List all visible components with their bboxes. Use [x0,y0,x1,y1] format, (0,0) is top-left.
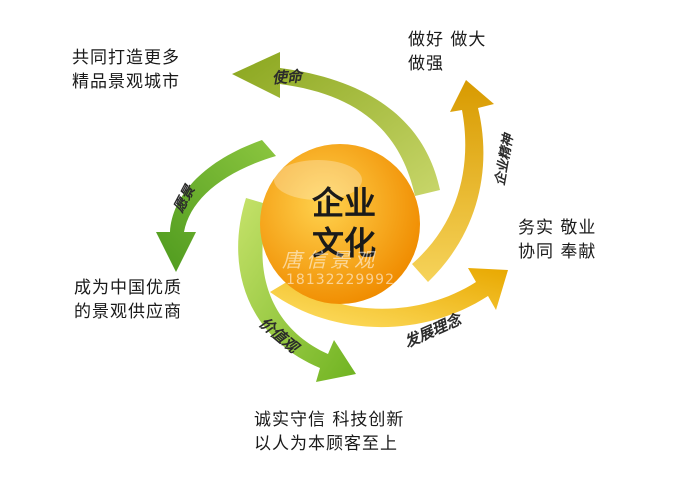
values-text: 诚实守信 科技创新 以人为本顾客至上 [254,408,404,456]
center-title-line2: 文化 [312,224,376,262]
mission-line-2: 精品景观城市 [72,72,180,92]
arrow-mission [232,52,440,196]
spirit-text: 做好 做大 做强 [408,28,486,76]
arrow-values [238,198,356,382]
watermark-text: 唐信景观 [282,248,378,272]
development-line-1: 务实 敬业 [518,218,597,238]
arrow-vision [156,140,276,272]
spirit-line-2: 做强 [408,54,444,74]
center-ball-highlight [274,160,362,200]
vision-line-2: 的景观供应商 [74,302,182,322]
center-title-line1: 企业 [312,184,376,222]
center-ball [260,144,420,304]
arrow-label-mission: 使命 [271,67,305,87]
watermark-phone: 18132229992 [286,272,395,288]
vision-text: 成为中国优质 的景观供应商 [74,276,182,324]
mission-line-1: 共同打造更多 [72,48,180,68]
development-line-2: 协同 奉献 [518,242,597,262]
development-text: 务实 敬业 协同 奉献 [518,216,596,264]
spirit-line-1: 做好 做大 [408,30,487,50]
values-line-1: 诚实守信 科技创新 [254,410,405,430]
values-line-2: 以人为本顾客至上 [254,434,398,454]
vision-line-1: 成为中国优质 [74,278,182,298]
arrow-spirit [412,80,494,282]
arrow-development [270,268,508,328]
arrow-label-spirit: 企业精神 [492,131,517,187]
mission-text: 共同打造更多 精品景观城市 [72,46,180,94]
